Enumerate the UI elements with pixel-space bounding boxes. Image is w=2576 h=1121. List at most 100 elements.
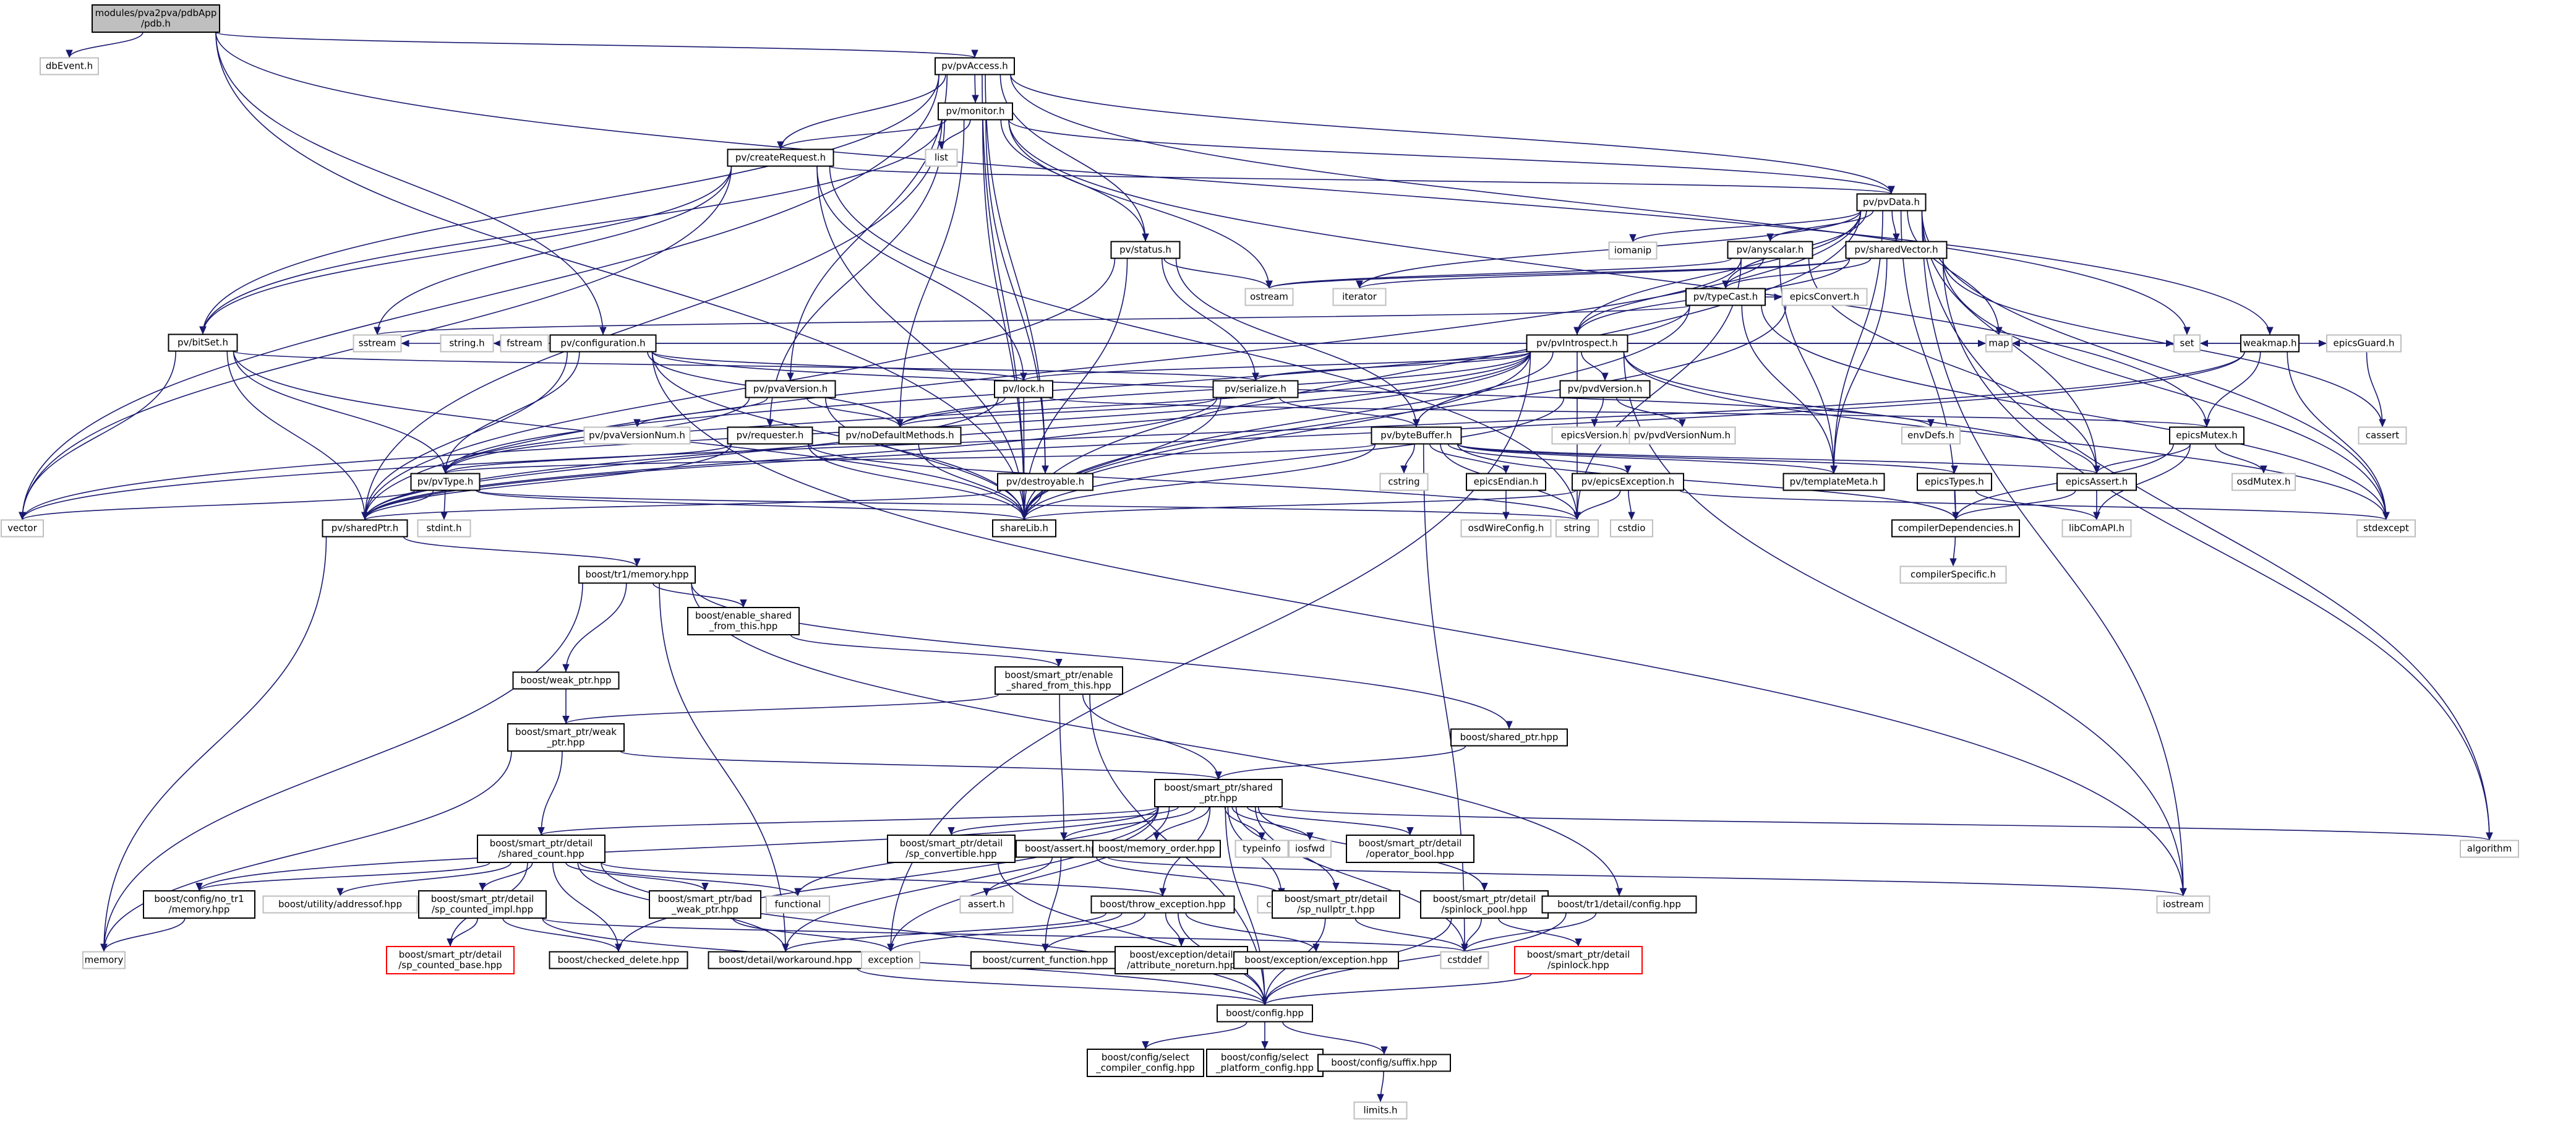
node-pvByteBuffer[interactable]: pv/byteBuffer.h bbox=[1371, 426, 1462, 445]
node-pvPvaVersion[interactable]: pv/pvaVersion.h bbox=[745, 380, 836, 398]
node-exceptionExc[interactable]: boost/exception/exception.hpp bbox=[1233, 951, 1399, 969]
node-spinlockPool[interactable]: boost/smart_ptr/detail/spinlock_pool.hpp bbox=[1420, 890, 1549, 919]
edge-pvCreateRequest-to-pvData bbox=[829, 165, 1894, 195]
node-epicsTypes[interactable]: epicsTypes.h bbox=[1917, 473, 1992, 491]
node-pvDestroyable[interactable]: pv/destroyable.h bbox=[997, 473, 1093, 491]
node-label: pv/pvAccess.h bbox=[941, 61, 1008, 72]
node-compilerSpecific: compilerSpecific.h bbox=[1899, 565, 2007, 584]
node-label: string.h bbox=[449, 338, 484, 349]
node-box bbox=[1856, 193, 1927, 212]
node-spCountedImpl[interactable]: boost/smart_ptr/detail/sp_counted_impl.h… bbox=[418, 890, 547, 919]
edge-weakmap-to-vector bbox=[19, 351, 2245, 520]
node-pvLock[interactable]: pv/lock.h bbox=[994, 380, 1053, 398]
node-pvSharedVector[interactable]: pv/sharedVector.h bbox=[1845, 241, 1948, 259]
node-pvTypeCast[interactable]: pv/typeCast.h bbox=[1685, 288, 1766, 306]
node-label: boost/smart_ptr/detail bbox=[399, 949, 502, 961]
edge-pvBitSet-to-pvSharedPtr bbox=[226, 351, 369, 520]
node-suffix[interactable]: boost/config/suffix.hpp bbox=[1317, 1054, 1451, 1072]
node-pdb[interactable]: modules/pva2pva/pdbApp/pdb.h bbox=[92, 4, 220, 33]
node-spNullptr[interactable]: boost/smart_ptr/detail/sp_nullptr_t.hpp bbox=[1272, 890, 1400, 919]
node-box bbox=[418, 890, 547, 919]
node-cstring: cstring bbox=[1379, 473, 1429, 491]
node-pvPvdVersion[interactable]: pv/pvdVersion.h bbox=[1559, 380, 1651, 398]
node-operatorBool[interactable]: boost/smart_ptr/detail/operator_bool.hpp bbox=[1346, 835, 1474, 863]
node-pvAccess[interactable]: pv/pvAccess.h bbox=[935, 57, 1015, 75]
node-sharedPtrHpp[interactable]: boost/shared_ptr.hpp bbox=[1450, 728, 1568, 747]
node-currentFunction[interactable]: boost/current_function.hpp bbox=[970, 951, 1120, 969]
node-spWeakPtr[interactable]: boost/smart_ptr/weak_ptr.hpp bbox=[507, 723, 625, 752]
node-sharedCount[interactable]: boost/smart_ptr/detail/shared_count.hpp bbox=[477, 835, 605, 863]
node-pvPvType[interactable]: pv/pvType.h bbox=[410, 473, 481, 491]
node-selectPlatform[interactable]: boost/config/select_platform_config.hpp bbox=[1206, 1049, 1324, 1077]
node-pvAnyscalar[interactable]: pv/anyscalar.h bbox=[1727, 241, 1813, 259]
node-box bbox=[1628, 426, 1736, 445]
node-spCountedBase[interactable]: boost/smart_ptr/detail/sp_counted_base.h… bbox=[386, 946, 515, 974]
node-pvCreateRequest[interactable]: pv/createRequest.h bbox=[727, 148, 834, 167]
node-pvConfiguration[interactable]: pv/configuration.h bbox=[549, 334, 657, 353]
node-set: set bbox=[2173, 334, 2201, 353]
edge-pvTypeCast-to-pvTemplateMeta bbox=[1741, 305, 1838, 474]
node-shareLib[interactable]: shareLib.h bbox=[992, 519, 1056, 538]
node-box bbox=[727, 426, 813, 445]
edge-spSharedPtr-to-memoryOrder bbox=[1153, 806, 1210, 841]
node-spConvertible[interactable]: boost/smart_ptr/detail/sp_convertible.hp… bbox=[887, 835, 1016, 863]
node-weakmap[interactable]: weakmap.h bbox=[2240, 334, 2300, 353]
node-workaround[interactable]: boost/detail/workaround.hpp bbox=[708, 951, 863, 969]
node-pvSerialize[interactable]: pv/serialize.h bbox=[1212, 380, 1299, 398]
node-box bbox=[2061, 519, 2132, 538]
node-spinlock[interactable]: boost/smart_ptr/detail/spinlock.hpp bbox=[1514, 946, 1643, 974]
node-string: string bbox=[1555, 519, 1599, 538]
edge-spWeakPtr-to-spSharedPtr bbox=[620, 750, 1222, 780]
node-pvEpicsException[interactable]: pv/epicsException.h bbox=[1572, 473, 1684, 491]
node-pvRequester[interactable]: pv/requester.h bbox=[727, 426, 813, 445]
node-epicsMutex[interactable]: epicsMutex.h bbox=[2169, 426, 2244, 445]
node-label: iomanip bbox=[1614, 245, 1651, 256]
node-label: limits.h bbox=[1363, 1105, 1397, 1116]
node-label: stdint.h bbox=[426, 523, 461, 534]
edge-epicsGuard-to-cassert bbox=[2366, 351, 2386, 427]
node-spSharedPtr[interactable]: boost/smart_ptr/shared_ptr.hpp bbox=[1154, 779, 1283, 807]
edge-pvByteBuffer-to-cstddef bbox=[1423, 444, 1468, 952]
edge-spSharedPtr-to-workaround bbox=[782, 806, 1159, 952]
node-label: pv/noDefaultMethods.h bbox=[845, 430, 954, 441]
edge-pvData-to-stdexcept bbox=[1921, 210, 2390, 520]
node-label: boost/config/no_tr1 bbox=[154, 893, 244, 905]
node-spEnableShared[interactable]: boost/smart_ptr/enable_shared_from_this.… bbox=[995, 666, 1123, 695]
node-pvIntrospect[interactable]: pv/pvIntrospect.h bbox=[1526, 334, 1628, 353]
node-pvStatus[interactable]: pv/status.h bbox=[1110, 241, 1181, 259]
node-pvTemplateMeta[interactable]: pv/templateMeta.h bbox=[1782, 473, 1885, 491]
node-memoryOrder[interactable]: boost/memory_order.hpp bbox=[1092, 840, 1221, 858]
node-epicsAssert[interactable]: epicsAssert.h bbox=[2056, 473, 2137, 491]
node-throwException[interactable]: boost/throw_exception.hpp bbox=[1090, 895, 1235, 914]
node-epicsEndian[interactable]: epicsEndian.h bbox=[1466, 473, 1546, 491]
edge-sharedCount-to-functional bbox=[579, 862, 802, 896]
node-box bbox=[1450, 728, 1568, 747]
node-label: _ptr.hpp bbox=[546, 737, 584, 749]
node-configHpp[interactable]: boost/config.hpp bbox=[1217, 1004, 1313, 1023]
node-label: pv/configuration.h bbox=[560, 338, 645, 349]
node-tr1DetailConfig[interactable]: boost/tr1/detail/config.hpp bbox=[1541, 895, 1697, 914]
node-label: pv/bitSet.h bbox=[178, 337, 228, 348]
node-box bbox=[2240, 334, 2300, 353]
node-pvSharedPtr[interactable]: pv/sharedPtr.h bbox=[322, 519, 408, 538]
edge-workaround-to-configHpp bbox=[857, 968, 1269, 1006]
node-configNoTr1[interactable]: boost/config/no_tr1/memory.hpp bbox=[143, 890, 255, 919]
node-label: string bbox=[1564, 523, 1590, 534]
node-enableShared[interactable]: boost/enable_shared_from_this.hpp bbox=[687, 607, 800, 635]
node-checkedDelete[interactable]: boost/checked_delete.hpp bbox=[549, 951, 688, 969]
node-tr1memory[interactable]: boost/tr1/memory.hpp bbox=[578, 565, 696, 584]
node-pvNoDefaultMethods[interactable]: pv/noDefaultMethods.h bbox=[838, 426, 962, 445]
node-compilerDependencies[interactable]: compilerDependencies.h bbox=[1891, 519, 2020, 538]
node-weakPtrHpp[interactable]: boost/weak_ptr.hpp bbox=[512, 671, 620, 690]
node-selectCompiler[interactable]: boost/config/select_compiler_config.hpp bbox=[1087, 1049, 1204, 1077]
node-label: memory bbox=[85, 955, 124, 966]
node-pvMonitor[interactable]: pv/monitor.h bbox=[938, 102, 1013, 121]
node-attrNoreturn[interactable]: boost/exception/detail/attribute_noretur… bbox=[1115, 946, 1248, 974]
node-pvBitSet[interactable]: pv/bitSet.h bbox=[168, 333, 238, 352]
node-badWeakPtr[interactable]: boost/smart_ptr/bad_weak_ptr.hpp bbox=[649, 890, 761, 919]
node-pvData[interactable]: pv/pvData.h bbox=[1856, 193, 1927, 212]
edge-pvPvType-to-shareLib bbox=[475, 489, 1028, 521]
node-box bbox=[727, 148, 834, 167]
node-box bbox=[838, 426, 962, 445]
edge-spEnableShared-to-spSharedPtr bbox=[1082, 694, 1222, 780]
